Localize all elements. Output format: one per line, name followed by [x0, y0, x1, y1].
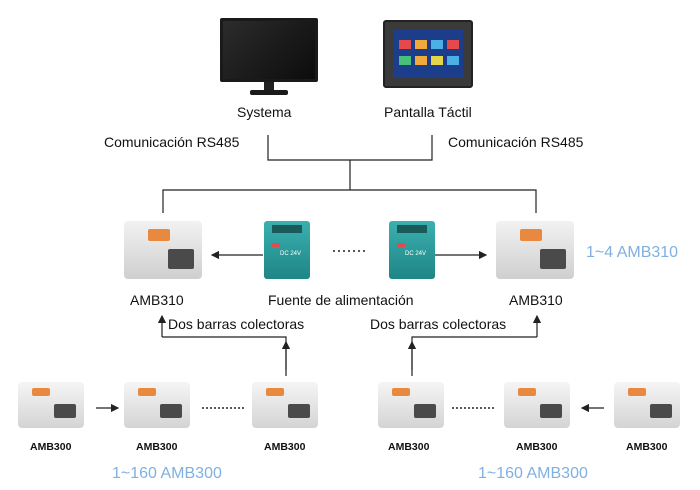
psu-text-left: DC 24V — [280, 251, 302, 257]
amb310-device-left — [118, 213, 208, 283]
amb300-device — [14, 376, 88, 434]
amb310-count-label: 1~4 AMB310 — [586, 244, 679, 261]
amb300-device — [120, 376, 194, 434]
power-supply-right: DC 24V — [389, 221, 435, 279]
amb300-device — [500, 376, 574, 434]
rs485-label-left: Comunicación RS485 — [104, 134, 240, 150]
amb300-label: AMB300 — [136, 441, 178, 453]
amb300-label: AMB300 — [388, 441, 430, 453]
bus-label-left: Dos barras colectoras — [168, 316, 305, 332]
amb300-label: AMB300 — [626, 441, 668, 453]
monitor-screen — [220, 18, 318, 82]
power-supply-label: Fuente de alimentación — [268, 292, 414, 308]
rs485-branch-bus — [162, 189, 537, 213]
touch-panel-label: Pantalla Táctil — [384, 104, 472, 120]
amb300-label: AMB300 — [264, 441, 306, 453]
touch-panel-screen — [393, 30, 463, 78]
rs485-label-right: Comunicación RS485 — [448, 134, 584, 150]
amb310-label-right: AMB310 — [509, 292, 563, 308]
monitor-base — [250, 90, 288, 95]
monitor-device — [220, 18, 318, 96]
bus-label-right: Dos barras colectoras — [370, 316, 507, 332]
system-label: Systema — [237, 104, 292, 120]
amb300-label: AMB300 — [516, 441, 558, 453]
amb310-device-right — [490, 213, 580, 283]
amb300-label: AMB300 — [30, 441, 72, 453]
amb300-count-right: 1~160 AMB300 — [478, 465, 588, 482]
bus-right-line — [411, 336, 537, 370]
rs485-line-right — [350, 135, 433, 161]
touch-panel-device — [383, 20, 473, 88]
amb310-label-left: AMB310 — [130, 292, 184, 308]
amb300-count-left: 1~160 AMB300 — [112, 465, 222, 482]
amb300-device — [248, 376, 322, 434]
monitor-neck — [264, 82, 274, 90]
power-supply-left: DC 24V — [264, 221, 310, 279]
amb300-device — [374, 376, 448, 434]
amb300-device — [610, 376, 684, 434]
psu-text-right: DC 24V — [405, 251, 427, 257]
rs485-line-left — [267, 135, 350, 161]
bus-left-line — [162, 336, 287, 370]
